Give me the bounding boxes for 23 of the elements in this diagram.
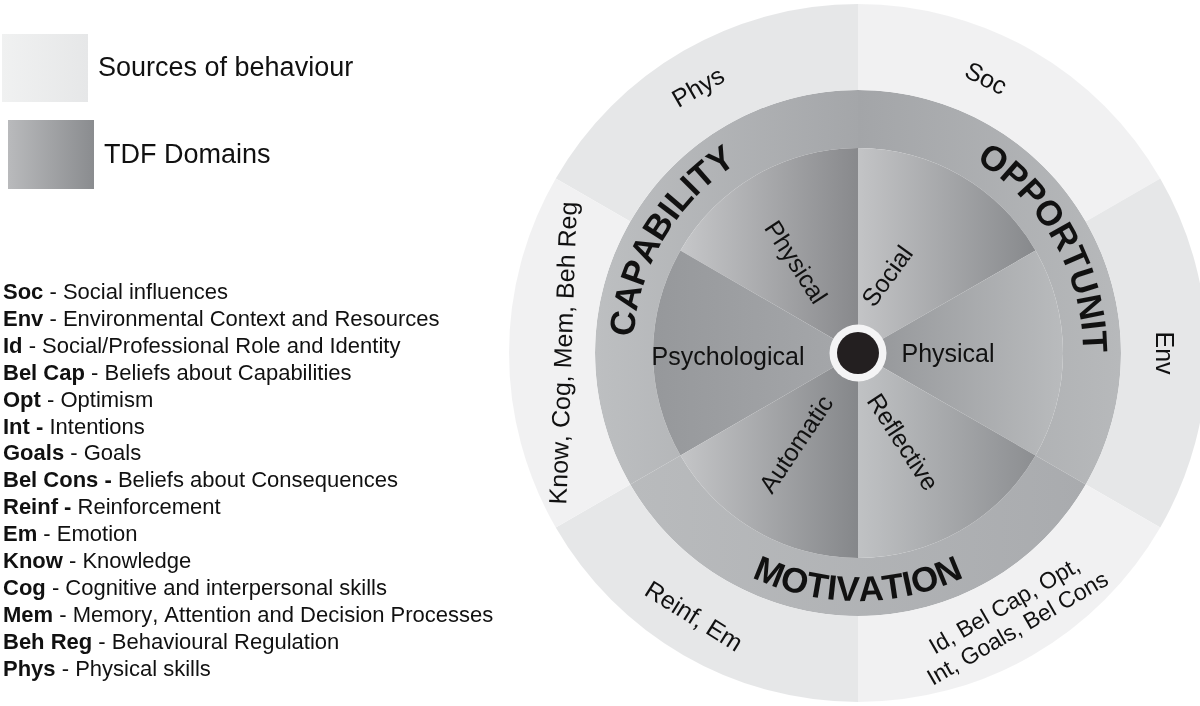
segment-heading: MOTIVATION (748, 547, 968, 609)
segment-label: Know, Cog, Mem, Beh Reg (543, 201, 583, 505)
abbreviation-definition: Opt - Optimism (3, 386, 154, 413)
legend-label: TDF Domains (104, 139, 271, 170)
abbreviation-definition: Bel Cons - Beliefs about Consequences (3, 467, 398, 493)
abbreviation-definition: Cog - Cognitive and interpersonal skills (3, 575, 387, 601)
abbreviation-definition: Mem - Memory, Attention and Decision Processes (3, 602, 494, 628)
abbreviation-definition: Em - Emotion (3, 521, 138, 547)
abbreviation-definition: Id - Social/Professional Role and Identity (3, 333, 401, 359)
abbreviation-definition: Env - Environmental Context and Resources (3, 306, 440, 332)
abbreviation-definition: Know - Knowledge (3, 548, 192, 574)
abbreviation-definition: Soc - Social influences (3, 279, 228, 305)
segment-label: Phys (667, 60, 730, 114)
abbreviation-definition: Reinf - Reinforcement (3, 494, 221, 520)
segment-label: Psychological (651, 341, 805, 371)
legend-label: Sources of behaviour (98, 52, 354, 84)
abbreviation-definition: Beh Reg - Behavioural Regulation (3, 629, 340, 655)
abbreviation-definition: Int - Intentions (3, 413, 145, 440)
segment-label: Env (1150, 331, 1180, 375)
abbreviation-definition: Phys - Physical skills (3, 655, 211, 682)
segment-label: Soc (960, 55, 1012, 101)
abbreviation-definition: Goals - Goals (3, 440, 142, 467)
abbreviation-definition: Bel Cap - Beliefs about Capabilities (3, 360, 352, 386)
